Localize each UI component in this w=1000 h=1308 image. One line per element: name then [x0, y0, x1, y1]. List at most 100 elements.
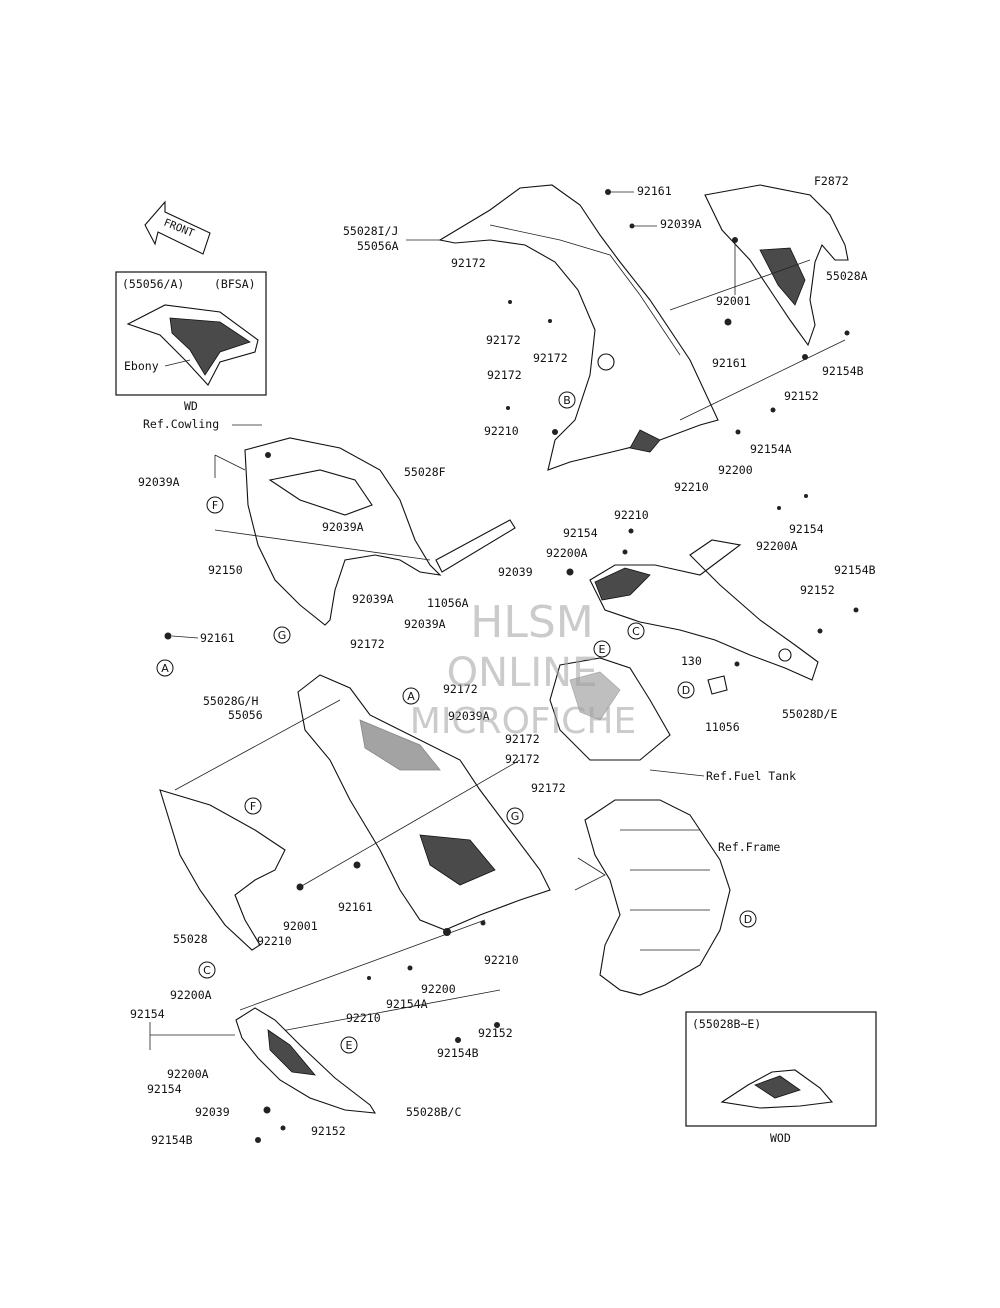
svg-text:F: F	[250, 800, 256, 813]
callout-c-low: C	[198, 961, 216, 979]
label-92152-top: 92152	[784, 389, 819, 403]
label-92200: 92200	[718, 463, 753, 477]
label-55028f: 55028F	[404, 465, 446, 479]
svg-text:C: C	[632, 625, 640, 638]
svg-text:D: D	[744, 913, 752, 926]
svg-text:D: D	[682, 684, 690, 697]
svg-text:ONLINE: ONLINE	[447, 650, 598, 696]
label-92172-c: 92172	[533, 351, 568, 365]
inset-lower-code: (55028B~E)	[692, 1017, 761, 1031]
label-92210-d: 92210	[257, 934, 292, 948]
label-92210-f: 92210	[346, 1011, 381, 1025]
label-92200a-low: 92200A	[170, 988, 212, 1002]
upper-cowl-part	[438, 184, 719, 471]
label-92039a-i: 92039A	[448, 709, 490, 723]
callout-f-top: F	[206, 496, 224, 514]
label-92172-e: 92172	[350, 637, 385, 651]
label-92210-e: 92210	[484, 953, 519, 967]
inset-variant-box: (55056/A) (BFSA) Ebony WD	[115, 271, 267, 413]
label-92161-left: 92161	[200, 631, 235, 645]
label-92172-i: 92172	[531, 781, 566, 795]
label-92161-low: 92161	[338, 900, 373, 914]
svg-text:B: B	[563, 394, 571, 407]
watermark: HLSM ONLINE MICROFICHE	[410, 597, 636, 742]
inset-variant-spec: (BFSA)	[214, 277, 256, 291]
svg-text:MICROFICHE: MICROFICHE	[410, 701, 636, 742]
label-55056a: 55056A	[357, 239, 399, 253]
label-130: 130	[681, 654, 702, 668]
label-92039: 92039	[498, 565, 533, 579]
callout-a-mid: A	[402, 687, 420, 705]
svg-text:A: A	[161, 662, 169, 675]
frame-reference	[584, 799, 731, 996]
diagram-code: F2872	[814, 174, 849, 188]
inner-cowl-part	[244, 437, 516, 626]
label-92154a-low: 92154A	[386, 997, 428, 1011]
label-92039a-left: 92039A	[138, 475, 180, 489]
label-92200a-right: 92200A	[756, 539, 798, 553]
label-92154b-right: 92154B	[834, 563, 876, 577]
callout-b: B	[558, 391, 576, 409]
svg-text:A: A	[407, 690, 415, 703]
callout-g-top: G	[273, 626, 291, 644]
label-92172-h: 92172	[505, 752, 540, 766]
label-55028gh: 55028G/H	[203, 694, 258, 708]
fuel-tank-reference	[549, 657, 671, 761]
inset-variant-caption: WD	[184, 399, 198, 413]
label-55028de: 55028D/E	[782, 707, 837, 721]
fastener-group-top	[506, 189, 850, 435]
callout-d-low: D	[739, 910, 757, 928]
inset-color-name: Ebony	[124, 359, 159, 373]
label-92001-low: 92001	[283, 919, 318, 933]
ref-cowling-label: Ref.Cowling	[143, 417, 219, 431]
ref-fuel-tank-label: Ref.Fuel Tank	[706, 769, 796, 783]
label-55028: 55028	[173, 932, 208, 946]
callout-d-mid: D	[677, 681, 695, 699]
inset-variant-code: (55056/A)	[122, 277, 184, 291]
side-panel-part	[159, 789, 286, 951]
svg-text:HLSM: HLSM	[470, 597, 594, 648]
middle-cowl-part	[297, 674, 551, 931]
label-92154-mid: 92154	[563, 526, 598, 540]
lower-cowl-left-part	[235, 1007, 377, 1114]
label-92154b-top: 92154B	[822, 364, 864, 378]
label-92154-right: 92154	[789, 522, 824, 536]
label-11056: 11056	[705, 720, 740, 734]
label-92172-a: 92172	[451, 256, 486, 270]
label-92154a-top: 92154A	[750, 442, 792, 456]
label-92152-low2: 92152	[311, 1124, 346, 1138]
svg-text:E: E	[346, 1039, 353, 1052]
label-92210-b: 92210	[674, 480, 709, 494]
callout-f-low: F	[244, 797, 262, 815]
label-92039a-f: 92039A	[322, 520, 364, 534]
label-92154-low2: 92154	[147, 1082, 182, 1096]
label-92152-low: 92152	[478, 1026, 513, 1040]
label-92200a-low2: 92200A	[167, 1067, 209, 1081]
callout-e-low: E	[340, 1036, 358, 1054]
label-92200-low: 92200	[421, 982, 456, 996]
label-92200a-mid: 92200A	[546, 546, 588, 560]
label-55056: 55056	[228, 708, 263, 722]
callout-e-mid: E	[593, 640, 611, 658]
front-arrow-icon: FRONT	[144, 200, 211, 255]
svg-text:G: G	[511, 810, 520, 823]
label-55028a: 55028A	[826, 269, 868, 283]
label-92172-f: 92172	[443, 682, 478, 696]
inset-lower-caption: WOD	[770, 1131, 791, 1145]
label-92172-b: 92172	[486, 333, 521, 347]
callout-c-mid: C	[627, 622, 645, 640]
label-92161-top: 92161	[637, 184, 672, 198]
label-92039a-g: 92039A	[352, 592, 394, 606]
ref-frame-label: Ref.Frame	[718, 840, 780, 854]
lower-cowl-right-part	[589, 539, 819, 681]
label-92039a-top: 92039A	[660, 217, 702, 231]
upper-side-panel-part	[704, 184, 849, 347]
svg-text:C: C	[203, 964, 211, 977]
label-92154b-low: 92154B	[437, 1046, 479, 1060]
label-92154b-low2: 92154B	[151, 1133, 193, 1147]
svg-text:E: E	[599, 643, 606, 656]
label-92039-low: 92039	[195, 1105, 230, 1119]
label-92154-low: 92154	[130, 1007, 165, 1021]
label-92210-a: 92210	[484, 424, 519, 438]
